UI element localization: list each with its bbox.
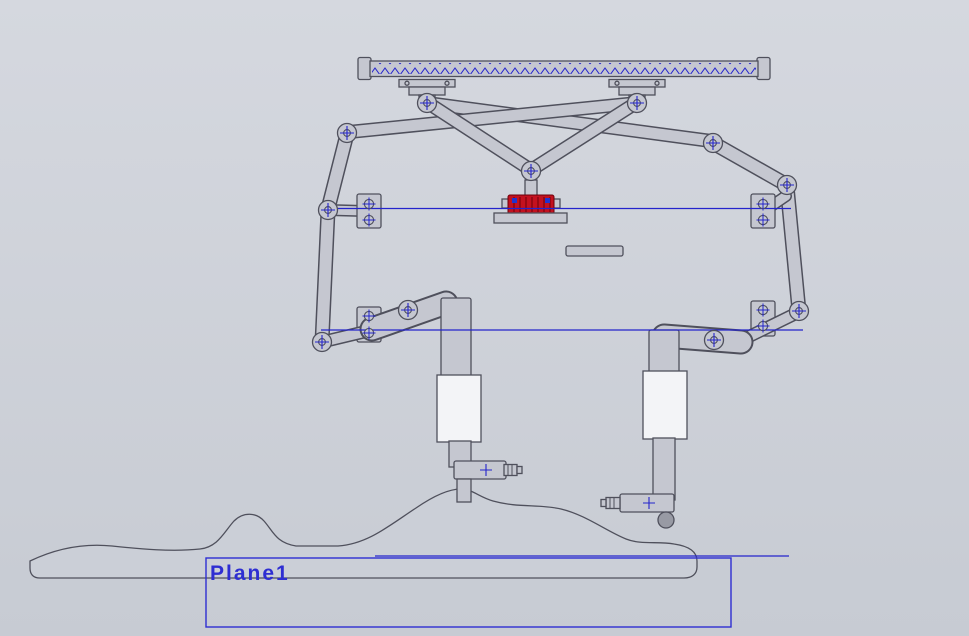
- foot-left[interactable]: [453, 460, 523, 503]
- rail-end-cap-left: [357, 56, 372, 81]
- shock-body-left[interactable]: [436, 374, 482, 443]
- rocker-arm-right[interactable]: [648, 323, 754, 375]
- gripper-blue-bit: [512, 198, 517, 203]
- roller-wheel[interactable]: [657, 511, 675, 529]
- joint-crosshair-icon: [643, 497, 655, 509]
- joint-marker[interactable]: [626, 92, 648, 114]
- shock-body-right[interactable]: [642, 370, 688, 440]
- bolt-dot-icon: [654, 80, 660, 86]
- bolt-dot-icon: [404, 80, 410, 86]
- link-left-vertical[interactable]: [314, 203, 336, 350]
- top-rail[interactable]: [357, 56, 771, 81]
- bolt-head: [605, 496, 621, 510]
- floating-slat[interactable]: [565, 245, 624, 257]
- joint-crosshair-icon: [480, 464, 492, 476]
- center-stem[interactable]: [524, 179, 538, 198]
- joint-marker[interactable]: [311, 331, 333, 353]
- rail-hatch-pattern: [372, 63, 756, 74]
- bolt-tip: [600, 498, 607, 508]
- link-cross-left-to-right[interactable]: [420, 96, 718, 148]
- joint-marker[interactable]: [788, 300, 810, 322]
- foot-stem: [456, 478, 472, 503]
- joint-marker[interactable]: [397, 299, 419, 321]
- terrain-profile[interactable]: [29, 488, 698, 579]
- joint-marker[interactable]: [336, 122, 358, 144]
- joint-marker[interactable]: [776, 174, 798, 196]
- plane-label[interactable]: Plane1: [210, 562, 290, 585]
- rail-end-cap-right: [756, 56, 771, 81]
- joint-marker[interactable]: [520, 160, 542, 182]
- joint-marker[interactable]: [703, 329, 725, 351]
- plane-boundary[interactable]: [205, 557, 732, 628]
- joint-marker[interactable]: [317, 199, 339, 221]
- link-cross-right-to-left[interactable]: [342, 96, 644, 139]
- bolt-thread-lines: [609, 498, 615, 508]
- foot-right[interactable]: [600, 493, 675, 513]
- strut-upper-column: [440, 297, 472, 379]
- link-v-left[interactable]: [421, 96, 538, 177]
- gripper-assembly[interactable]: [501, 194, 561, 215]
- strut-upper-column: [648, 329, 680, 375]
- link-right-vertical[interactable]: [779, 178, 807, 319]
- bolt-thread-lines: [507, 465, 513, 475]
- bolt-dot-icon: [614, 80, 620, 86]
- bolt-head: [503, 463, 518, 477]
- joint-marker[interactable]: [416, 92, 438, 114]
- center-base-plate[interactable]: [493, 212, 568, 224]
- link-left-upper[interactable]: [320, 126, 355, 217]
- bolt-tip: [516, 465, 523, 475]
- gripper-body: [507, 194, 555, 215]
- strut-lower-column-right[interactable]: [652, 437, 676, 501]
- link-right-upper[interactable]: [705, 135, 795, 193]
- gripper-blue-bit: [545, 198, 550, 203]
- gripper-fins: [513, 197, 551, 212]
- rocker-arm-left[interactable]: [359, 290, 472, 379]
- link-v-right[interactable]: [524, 96, 643, 177]
- joint-marker[interactable]: [702, 132, 724, 154]
- bolt-dot-icon: [444, 80, 450, 86]
